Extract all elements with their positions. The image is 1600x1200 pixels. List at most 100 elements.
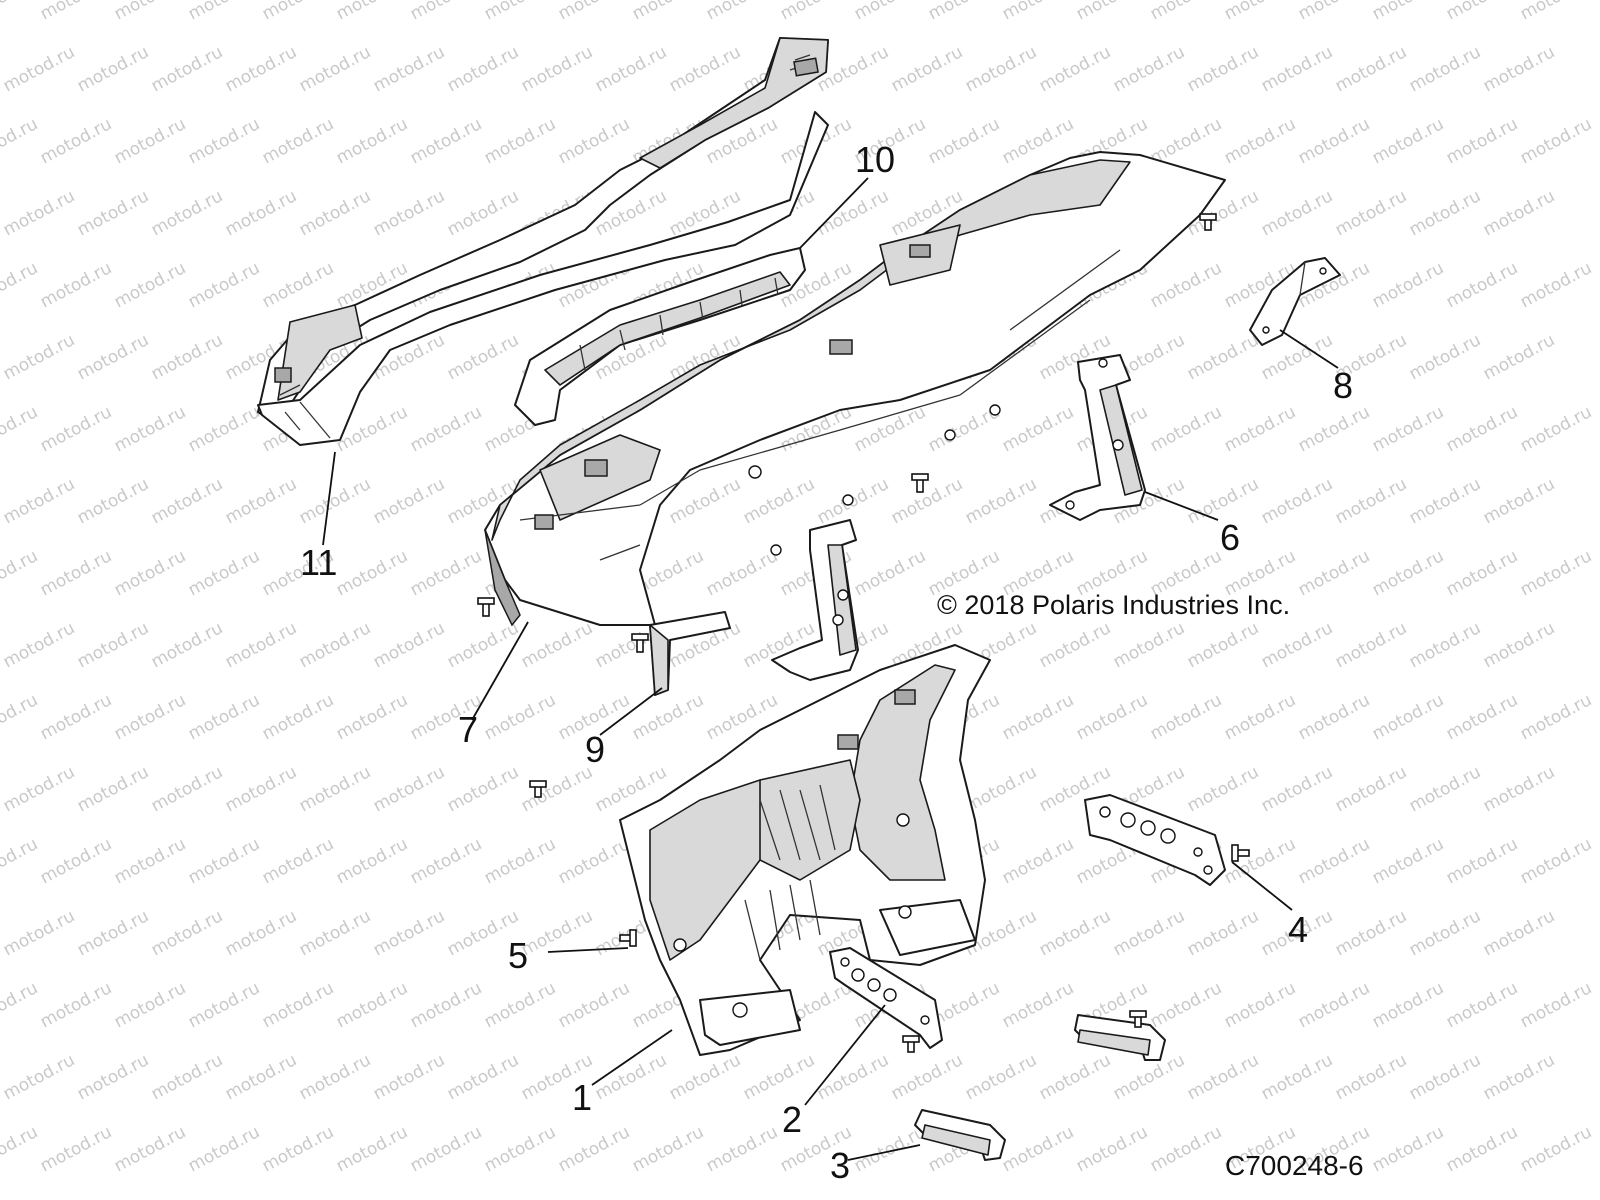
watermark-text: motod.ru xyxy=(333,0,411,24)
watermark-text: motod.ru xyxy=(592,42,670,96)
callout-6: 6 xyxy=(1220,517,1240,558)
watermark-text: motod.ru xyxy=(1369,1122,1447,1176)
watermark-text: motod.ru xyxy=(444,186,522,240)
watermark-text: motod.ru xyxy=(1480,906,1558,960)
callout-2: 2 xyxy=(782,1099,802,1140)
watermark-text: motod.ru xyxy=(259,258,337,312)
watermark-text: motod.ru xyxy=(999,1122,1077,1176)
watermark-text: motod.ru xyxy=(407,402,485,456)
watermark-text: motod.ru xyxy=(296,906,374,960)
watermark-text: motod.ru xyxy=(296,42,374,96)
watermark-text: motod.ru xyxy=(1332,762,1410,816)
watermark-text: motod.ru xyxy=(481,114,559,168)
watermark-text: motod.ru xyxy=(1036,1050,1114,1104)
watermark-text: motod.ru xyxy=(444,1050,522,1104)
watermark-text: motod.ru xyxy=(74,186,152,240)
watermark-text: motod.ru xyxy=(1443,834,1521,888)
part-2-perforated-bracket xyxy=(829,947,943,1049)
watermark-text: motod.ru xyxy=(1184,762,1262,816)
watermark-text: motod.ru xyxy=(1110,42,1188,96)
watermark-text: motod.ru xyxy=(1295,402,1373,456)
watermark-text: motod.ru xyxy=(222,618,300,672)
watermark-text: motod.ru xyxy=(1295,834,1373,888)
watermark-text: motod.ru xyxy=(555,1122,633,1176)
watermark-text: motod.ru xyxy=(1147,1122,1225,1176)
watermark-text: motod.ru xyxy=(1406,42,1484,96)
callout-9: 9 xyxy=(585,729,605,770)
watermark-text: motod.ru xyxy=(629,1122,707,1176)
watermark-text: motod.ru xyxy=(703,1122,781,1176)
watermark-text: motod.ru xyxy=(148,1050,226,1104)
watermark-text: motod.ru xyxy=(666,1050,744,1104)
watermark-text: motod.ru xyxy=(1369,258,1447,312)
watermark-text: motod.ru xyxy=(962,42,1040,96)
watermark-text: motod.ru xyxy=(407,1122,485,1176)
watermark-text: motod.ru xyxy=(333,546,411,600)
watermark-text: motod.ru xyxy=(962,762,1040,816)
watermark-text: motod.ru xyxy=(185,834,263,888)
watermark-text: motod.ru xyxy=(888,42,966,96)
bolt-icon xyxy=(477,597,495,617)
watermark-text: motod.ru xyxy=(370,762,448,816)
watermark-text: motod.ru xyxy=(925,114,1003,168)
watermark-text: motod.ru xyxy=(259,690,337,744)
watermark-text: motod.ru xyxy=(814,1050,892,1104)
watermark-text: motod.ru xyxy=(111,978,189,1032)
watermark-text: motod.ru xyxy=(1406,618,1484,672)
watermark-text: motod.ru xyxy=(1369,0,1447,24)
watermark-text: motod.ru xyxy=(148,762,226,816)
watermark-text: motod.ru xyxy=(1517,1122,1595,1176)
watermark-text: motod.ru xyxy=(0,1050,78,1104)
watermark-text: motod.ru xyxy=(1406,906,1484,960)
watermark-text: motod.ru xyxy=(1443,1122,1521,1176)
watermark-text: motod.ru xyxy=(1295,546,1373,600)
watermark-text: motod.ru xyxy=(0,114,41,168)
watermark-text: motod.ru xyxy=(37,978,115,1032)
watermark-text: motod.ru xyxy=(259,0,337,24)
watermark-text: motod.ru xyxy=(148,906,226,960)
watermark-text: motod.ru xyxy=(37,690,115,744)
watermark-text: motod.ru xyxy=(1332,1050,1410,1104)
watermark-text: motod.ru xyxy=(185,1122,263,1176)
watermark-text: motod.ru xyxy=(1184,618,1262,672)
bolt-icon xyxy=(631,633,649,653)
bolt-icon xyxy=(1129,1010,1147,1028)
watermark-text: motod.ru xyxy=(1073,0,1151,24)
watermark-text: motod.ru xyxy=(1221,0,1299,24)
watermark-text: motod.ru xyxy=(1480,1050,1558,1104)
watermark-text: motod.ru xyxy=(629,690,707,744)
bolt-icon xyxy=(1231,844,1250,862)
watermark-text: motod.ru xyxy=(148,186,226,240)
watermark-text: motod.ru xyxy=(370,42,448,96)
watermark-text: motod.ru xyxy=(296,474,374,528)
watermark-text: motod.ru xyxy=(1332,42,1410,96)
watermark-text: motod.ru xyxy=(0,690,41,744)
watermark-text: motod.ru xyxy=(1258,474,1336,528)
watermark-text: motod.ru xyxy=(296,762,374,816)
watermark-text: motod.ru xyxy=(1110,906,1188,960)
watermark-text: motod.ru xyxy=(370,474,448,528)
watermark-text: motod.ru xyxy=(1147,978,1225,1032)
watermark-text: motod.ru xyxy=(370,186,448,240)
watermark-text: motod.ru xyxy=(0,618,78,672)
watermark-text: motod.ru xyxy=(703,546,781,600)
watermark-text: motod.ru xyxy=(555,834,633,888)
watermark-text: motod.ru xyxy=(1369,402,1447,456)
watermark-text: motod.ru xyxy=(370,618,448,672)
watermark-text: motod.ru xyxy=(1443,690,1521,744)
callout-8: 8 xyxy=(1333,365,1353,406)
callout-7: 7 xyxy=(458,709,478,750)
watermark-text: motod.ru xyxy=(0,0,41,24)
watermark-text: motod.ru xyxy=(703,0,781,24)
watermark-text: motod.ru xyxy=(1295,114,1373,168)
watermark-text: motod.ru xyxy=(0,834,41,888)
watermark-text: motod.ru xyxy=(1073,690,1151,744)
watermark-text: motod.ru xyxy=(37,546,115,600)
watermark-text: motod.ru xyxy=(1443,258,1521,312)
watermark-text: motod.ru xyxy=(74,762,152,816)
watermark-text: motod.ru xyxy=(1517,978,1595,1032)
watermark-text: motod.ru xyxy=(999,834,1077,888)
watermark-text: motod.ru xyxy=(1221,978,1299,1032)
watermark-text: motod.ru xyxy=(740,1050,818,1104)
